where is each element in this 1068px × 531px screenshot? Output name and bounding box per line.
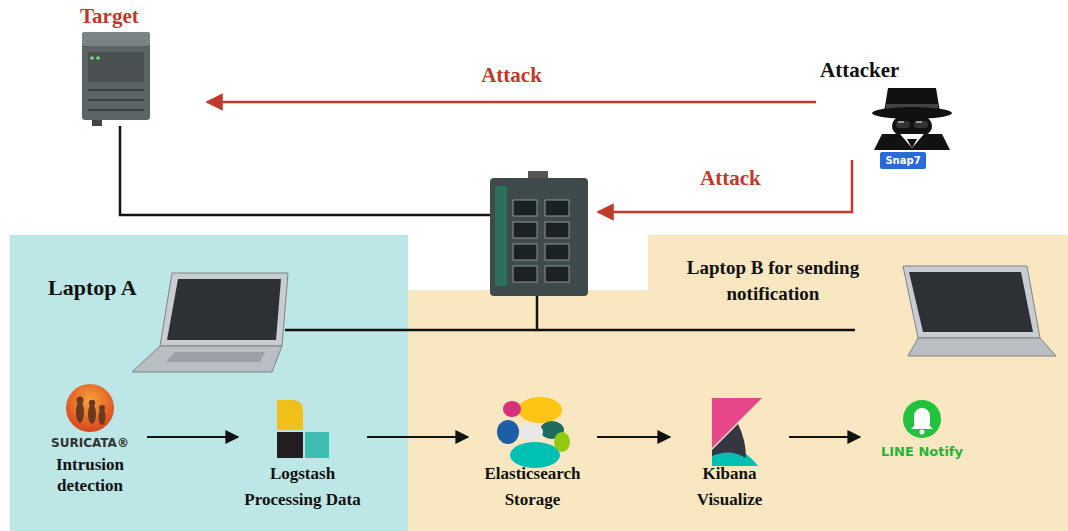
node-title: Snap7 [880, 152, 926, 169]
attack-arrow [598, 160, 852, 212]
flow-arrow [367, 436, 468, 438]
node-subtitle: Storage [470, 490, 595, 510]
suricata-logo [66, 384, 114, 432]
kibana-box: KibanaVisualize [672, 392, 787, 527]
attacker: AttackerSnap7 [818, 50, 958, 175]
attack-label: Attack [700, 166, 761, 191]
flow-arrow [207, 101, 816, 104]
ethernet-wire [285, 329, 855, 332]
node-title: Elasticsearch [470, 464, 595, 484]
node-title: Logstash [240, 464, 365, 484]
node-title: LINE Notify [862, 444, 982, 459]
elasticsearch-box: ElasticsearchStorage [470, 392, 595, 527]
node-subtitle: Visualize [672, 490, 787, 510]
node-subtitle: Intrusion detection [35, 454, 145, 497]
ids-box: SURICATA® Intrusion detection [35, 392, 145, 527]
laptop-a-region [10, 235, 408, 531]
node-title: Kibana [672, 464, 787, 484]
flow-arrow [597, 436, 670, 438]
notify-box: LINE Notify [862, 392, 982, 527]
network-switch [490, 171, 588, 296]
node-title: Laptop A [48, 275, 408, 301]
line-notify-icon [903, 400, 941, 438]
laptop-b [903, 266, 1056, 356]
plc-device [82, 32, 150, 126]
target-device: Target [70, 0, 205, 128]
logstash-logo [277, 400, 329, 458]
laptop-a-panel: Laptop A SURICATA® Intrusion detection Logs… [10, 235, 408, 531]
hacker-figure [872, 88, 952, 150]
laptop-a [132, 273, 288, 372]
elasticsearch-logo [497, 397, 570, 468]
node-title: Laptop B for sending notification [658, 255, 888, 306]
kibana-logo [712, 398, 762, 466]
node-subtitle: Processing Data [240, 490, 365, 510]
tool-badge: Snap7 [880, 152, 926, 169]
flow-arrow [147, 436, 238, 438]
ethernet-wire [536, 296, 539, 330]
node-title: SURICATA® [35, 436, 145, 450]
edge-label: Attack [481, 63, 542, 88]
laptop-b-panel: Laptop B for sending notificationElastic… [408, 235, 1068, 531]
ethernet-wire [120, 126, 490, 215]
node-title: Target [80, 4, 205, 29]
flow-arrow [789, 436, 860, 438]
logstash-box: LogstashProcessing Data [240, 392, 365, 527]
node-title: Attacker [820, 58, 958, 83]
